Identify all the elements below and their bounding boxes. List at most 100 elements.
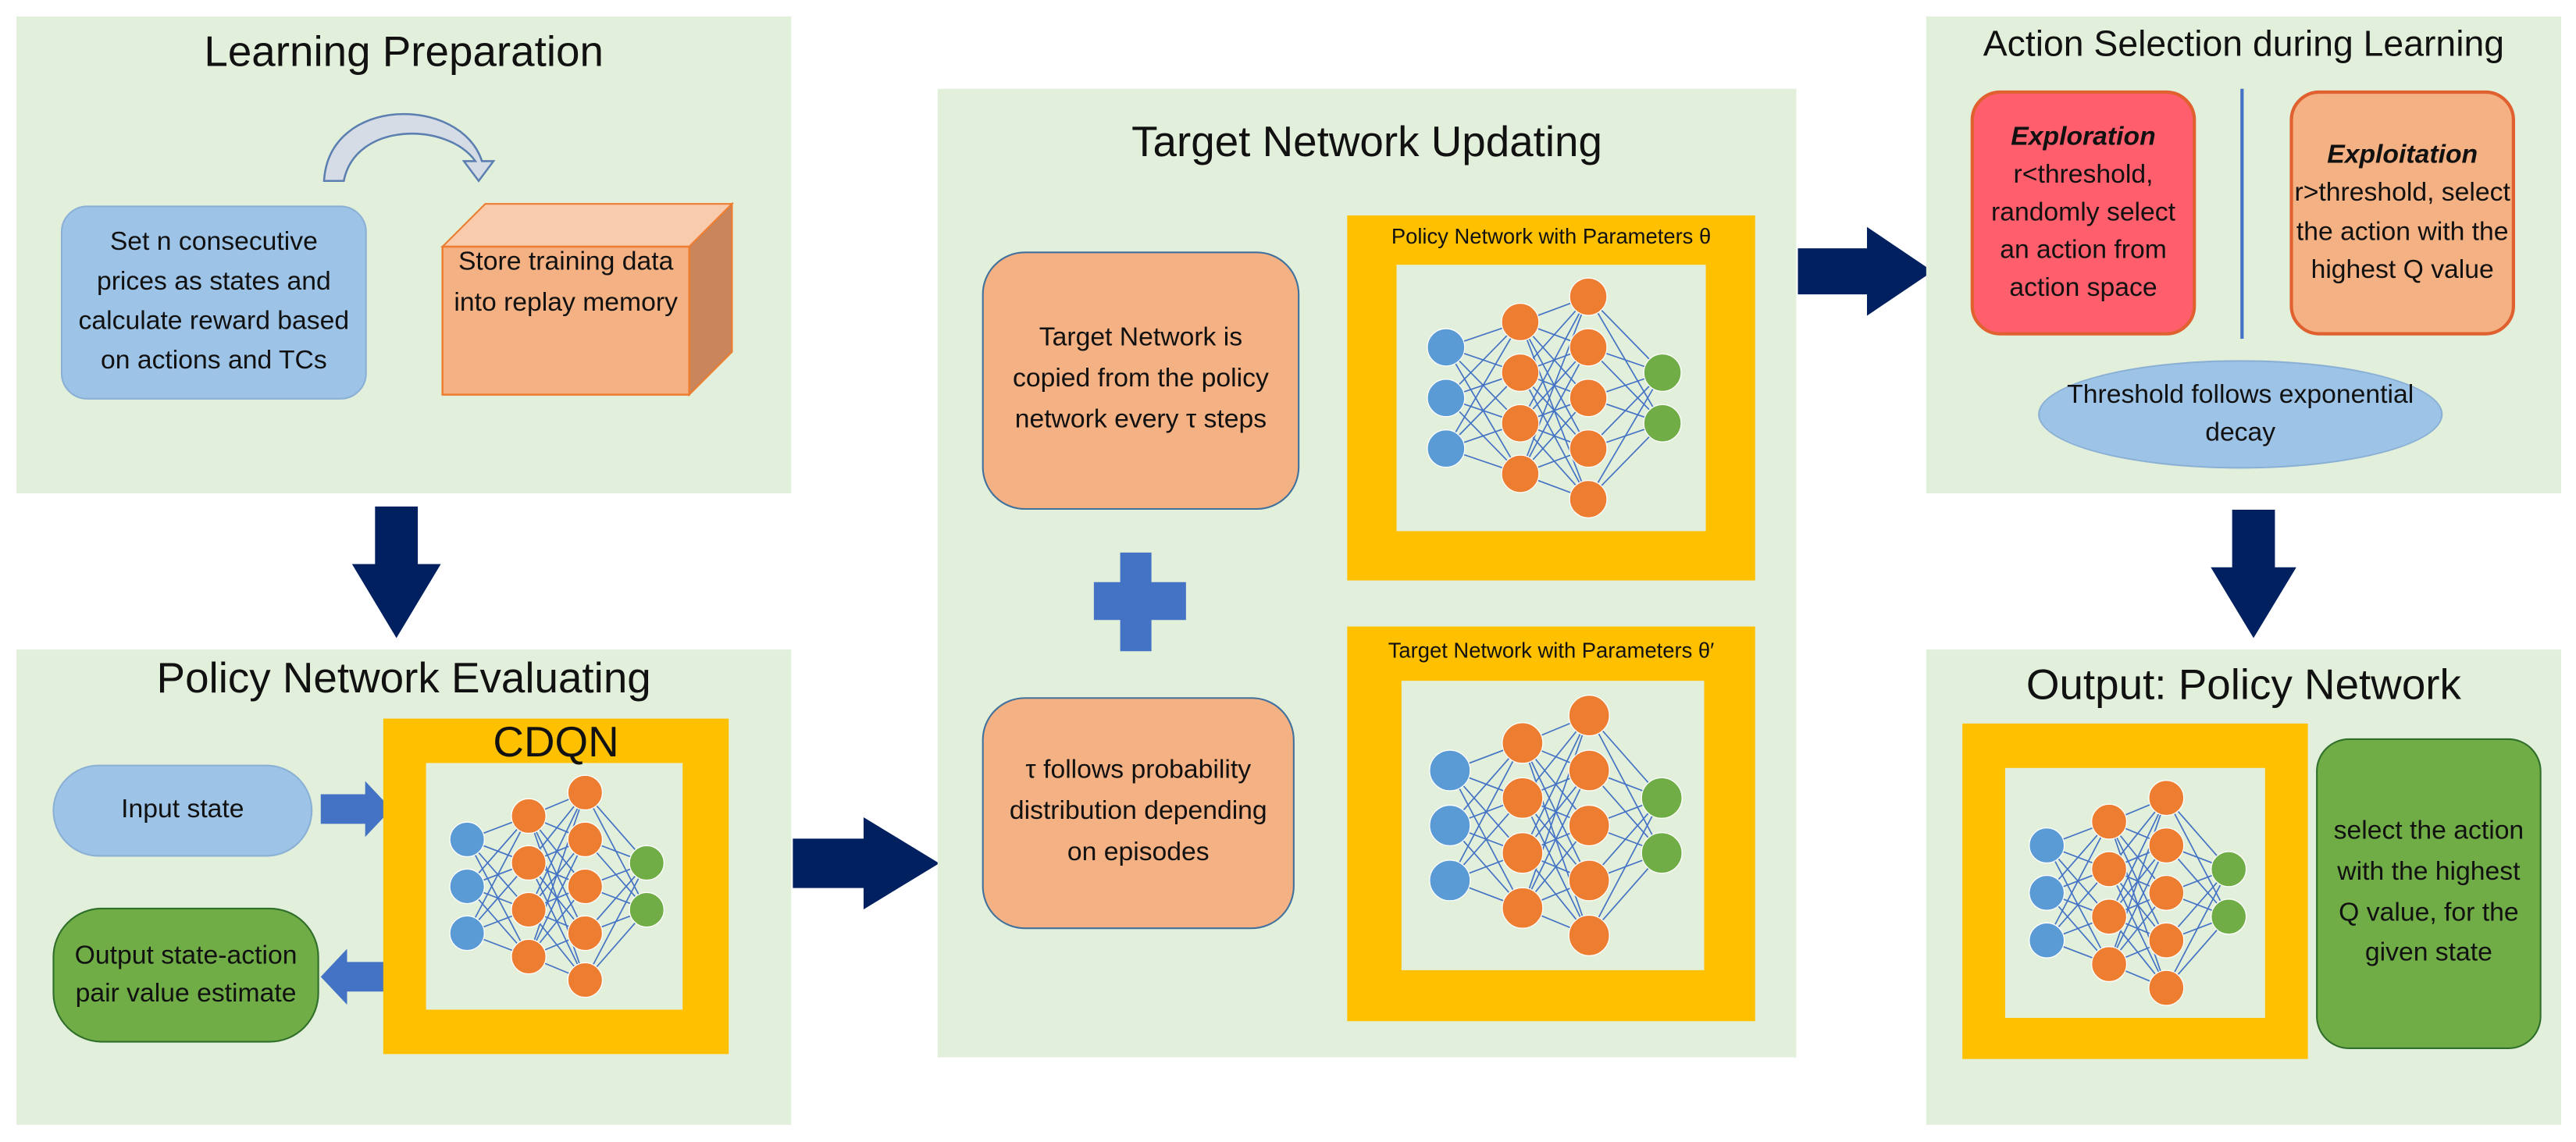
panel-title: Learning Preparation (204, 26, 604, 76)
policy-network-label: Policy Network with Parameters θ (1391, 223, 1712, 249)
network-edge (466, 816, 529, 934)
network-node (1569, 328, 1608, 367)
network-node (1429, 749, 1471, 792)
states-reward-box: Set n consecutive prices as states and c… (60, 205, 367, 400)
output-network-frame (1962, 723, 2308, 1059)
network-node (2211, 898, 2247, 935)
learning-preparation-panel: Learning Preparation Set n consecutive p… (16, 16, 792, 493)
network-node (2148, 969, 2185, 1006)
network-node (567, 962, 604, 998)
network-edge (2046, 821, 2110, 941)
network-edge (2108, 797, 2168, 917)
down-arrow-icon (351, 506, 441, 639)
output-policy-network-panel: Output: Policy Network select the action… (1926, 649, 2561, 1125)
network-node (1427, 429, 1466, 468)
target-network-updating-panel: Target Network Updating Target Network i… (937, 88, 1797, 1058)
network-edge (1522, 770, 1590, 909)
network-node (1502, 777, 1544, 819)
network-node (629, 891, 664, 928)
exploitation-box: Exploitation r>threshold, select the act… (2289, 90, 2515, 336)
network-node (1427, 379, 1466, 418)
network-node (567, 774, 604, 811)
neural-network (2029, 780, 2247, 1006)
network-node (2091, 851, 2128, 888)
network-node (511, 938, 547, 975)
network-node (1641, 832, 1683, 874)
network-node (1427, 328, 1466, 367)
panel-title: Action Selection during Learning (1983, 23, 2505, 65)
network-node (1502, 887, 1544, 929)
panel-title: Output: Policy Network (2026, 659, 2461, 709)
tau-distribution-box: τ follows probability distribution depen… (982, 697, 1295, 930)
network-node (2148, 922, 2185, 959)
network-node (1568, 695, 1610, 737)
replay-memory-box: Store training data into replay memory (454, 248, 678, 318)
action-selection-panel: Action Selection during Learning Explora… (1926, 16, 2561, 493)
right-arrow-icon (1797, 226, 1933, 316)
policy-network-evaluating-panel: Policy Network Evaluating Input state Ou… (16, 649, 792, 1125)
threshold-ellipse: Threshold follows exponential decay (2038, 360, 2443, 469)
small-arrows (320, 781, 392, 1005)
network-node (567, 821, 604, 858)
network-edge (1587, 372, 1663, 500)
network-node (1643, 404, 1682, 443)
network-node (511, 845, 547, 881)
divider (2240, 88, 2243, 339)
network-node (1502, 722, 1544, 764)
network-node (1643, 353, 1682, 392)
network-node (1502, 832, 1544, 874)
network-node (1641, 777, 1683, 819)
network-node (567, 915, 604, 952)
network-node (1568, 859, 1610, 902)
network-node (2029, 922, 2065, 959)
right-arrow-icon (320, 781, 392, 838)
exploration-box: Exploration r<threshold, randomly select… (1970, 90, 2197, 336)
network-node (2091, 803, 2128, 840)
network-node (1569, 479, 1608, 519)
network-edge (1445, 322, 1521, 450)
policy-network-frame: Policy Network with Parameters θ (1347, 215, 1755, 581)
network-edge (1520, 296, 1589, 475)
network-node (2148, 780, 2185, 816)
exploration-title: Exploration (2011, 123, 2156, 151)
network-node (511, 798, 547, 834)
exploitation-text: r>threshold, select the action with the … (2294, 180, 2510, 284)
left-arrow-icon (320, 948, 392, 1005)
network-edge (2108, 845, 2168, 965)
network-node (629, 845, 664, 881)
network-node (2029, 827, 2065, 864)
neural-network (1427, 277, 1682, 519)
network-edge (1588, 797, 1662, 936)
network-node (449, 821, 485, 858)
panel-title: Target Network Updating (1131, 116, 1602, 166)
network-node (1429, 804, 1471, 847)
network-node (1568, 914, 1610, 956)
network-edge (528, 839, 586, 957)
replay-memory-cube (440, 201, 734, 397)
network-edge (1520, 347, 1589, 475)
target-network-frame: Target Network with Parameters θ′ (1347, 626, 1755, 1022)
network-node (1569, 429, 1608, 468)
curved-arrow-icon (322, 112, 496, 183)
input-state-box: Input state (52, 764, 313, 857)
copy-network-box: Target Network is copied from the policy… (982, 251, 1300, 511)
target-network-label: Target Network with Parameters θ′ (1388, 638, 1715, 663)
down-arrow-icon (2211, 510, 2296, 639)
exploitation-title: Exploitation (2327, 141, 2478, 170)
network-node (2211, 851, 2247, 888)
network-node (1569, 379, 1608, 418)
network-node (2029, 874, 2065, 911)
network-node (2148, 827, 2185, 864)
network-node (567, 868, 604, 905)
network-edge (528, 792, 586, 957)
network-node (1568, 804, 1610, 847)
network-edge (1522, 715, 1590, 854)
network-node (2091, 946, 2128, 983)
panel-title: Policy Network Evaluating (156, 653, 651, 703)
output-estimate-box: Output state-action pair value estimate (52, 907, 319, 1043)
network-node (1501, 404, 1540, 443)
network-node (1568, 749, 1610, 792)
select-action-box: select the action with the highest Q val… (2316, 738, 2542, 1050)
network-node (1429, 859, 1471, 902)
